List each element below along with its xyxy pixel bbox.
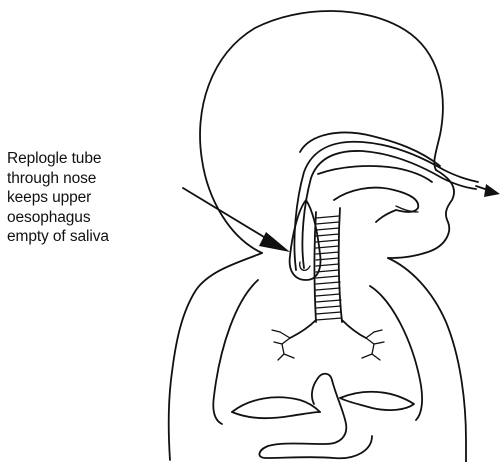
right-bronchioles xyxy=(362,330,384,360)
trachea-right-wall xyxy=(339,208,342,322)
stomach xyxy=(259,374,372,459)
annotation-arrow-head xyxy=(259,232,290,252)
diaphragm xyxy=(232,397,320,412)
distal-oesophagus xyxy=(312,378,318,404)
diaphragm-right xyxy=(340,392,414,410)
face-profile xyxy=(388,170,454,258)
hard-palate xyxy=(318,166,432,182)
left-bronchioles xyxy=(272,330,294,360)
torso-right-outline xyxy=(388,258,466,462)
replogle-tube-inner xyxy=(302,151,476,268)
left-bronchus xyxy=(290,320,316,338)
right-lung xyxy=(370,286,422,420)
pouch-tube-loop xyxy=(300,262,310,270)
head-outline xyxy=(200,11,443,253)
tongue xyxy=(334,188,418,222)
torso-left-outline xyxy=(169,253,262,460)
annotation-arrow-line xyxy=(183,188,274,243)
right-bronchus xyxy=(342,320,366,338)
diaphragm-lower xyxy=(232,412,320,418)
trachea-left-wall xyxy=(315,212,317,322)
tube-exit-arrow-head xyxy=(484,184,500,197)
